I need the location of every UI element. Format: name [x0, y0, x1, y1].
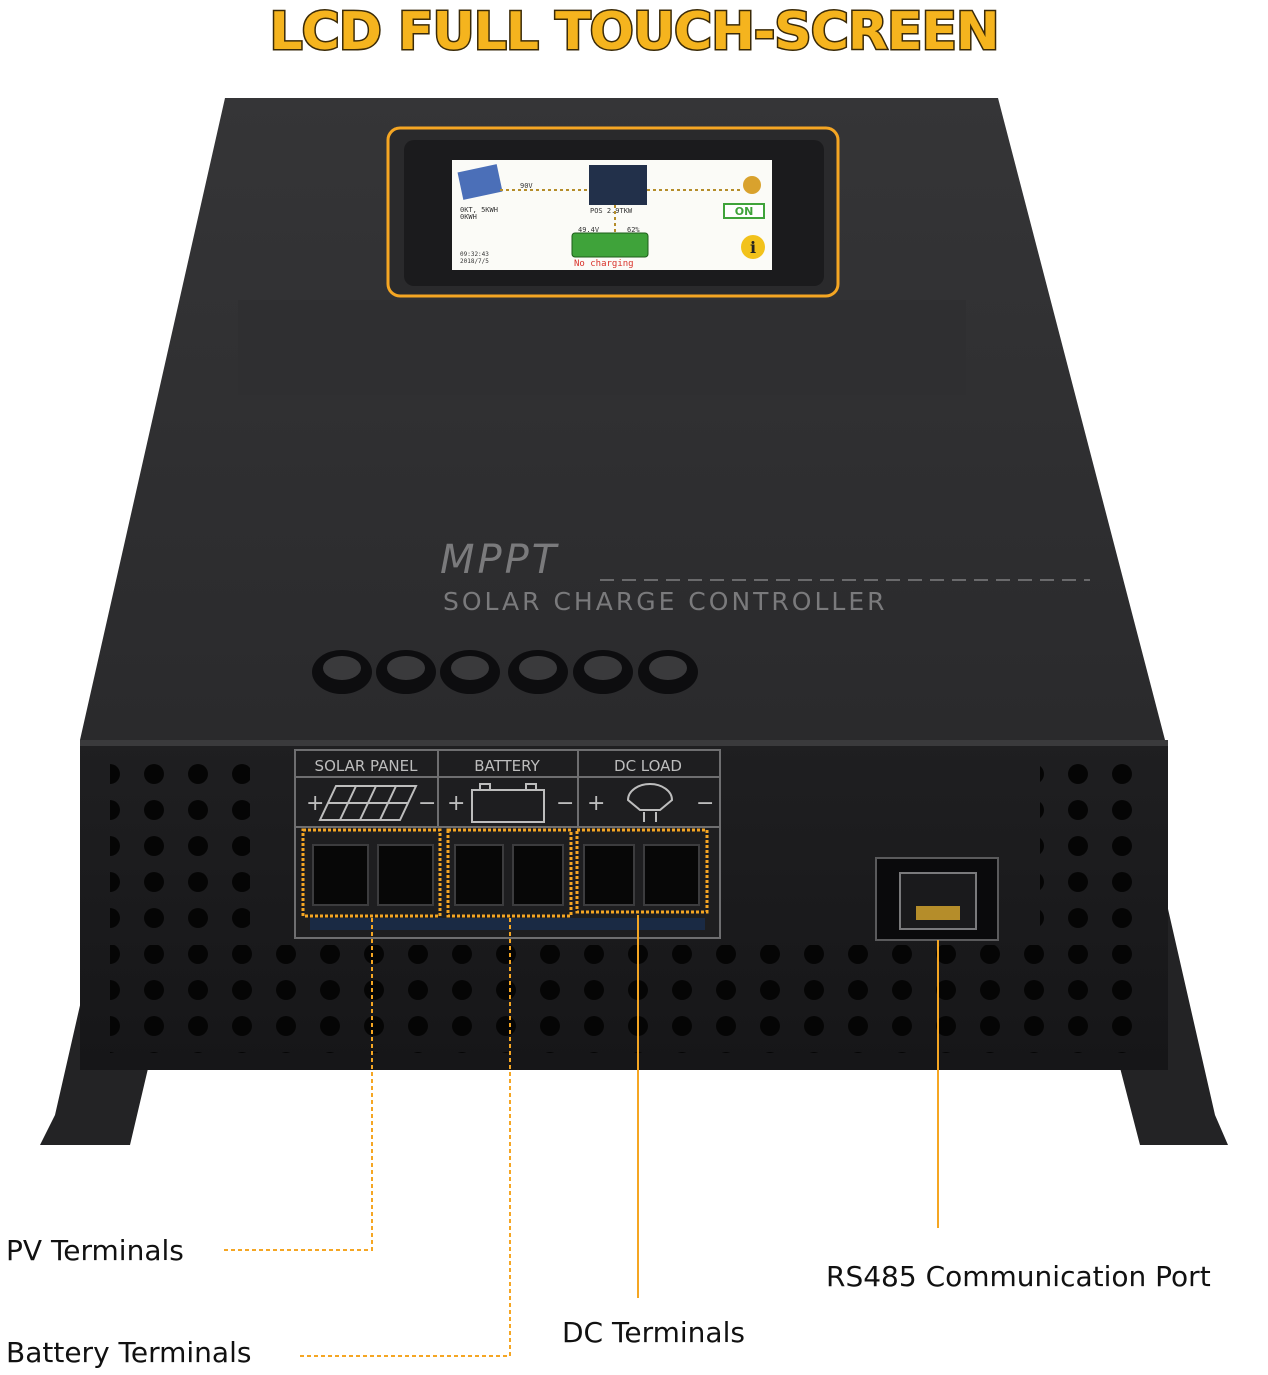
solar-grid-icon: [318, 785, 418, 821]
left-vent: [110, 750, 250, 940]
battery-outline-icon: [471, 783, 545, 823]
lcd-pv-stats: 0KT, 5KWH: [460, 206, 498, 214]
bottom-vent: [110, 945, 1140, 1053]
brand-subtitle: SOLAR CHARGE CONTROLLER: [443, 587, 888, 616]
callout-lines: [222, 915, 939, 1357]
lcd-battery-percent: 62%: [627, 226, 640, 234]
battery-minus: −: [556, 791, 574, 816]
group-label-battery: BATTERY: [474, 757, 540, 775]
info-icon-label: i: [750, 238, 756, 257]
pv-terminals-highlight: [301, 828, 442, 918]
lcd-battery-voltage: 49.4V: [578, 226, 600, 234]
brand-title: MPPT: [440, 537, 560, 583]
solar-minus: −: [418, 791, 436, 816]
info-icon[interactable]: [741, 235, 765, 259]
callout-dc-terminals: DC Terminals: [562, 1316, 745, 1349]
callout-pv-terminals: PV Terminals: [6, 1234, 184, 1267]
bulb-icon: [743, 176, 761, 194]
battery-plus: +: [447, 791, 465, 816]
terminal-base-strip: [310, 918, 705, 930]
lcd-pv-sub: 0KWH: [460, 213, 477, 221]
lcd-load-power: POS 2.9TKW: [590, 207, 633, 215]
top-panel-recess: [238, 300, 966, 395]
load-plus: +: [587, 791, 605, 816]
lcd-time: 09:32:43: [460, 251, 489, 258]
battery-icon: [571, 232, 649, 258]
lcd-pv-power: 90V: [520, 182, 533, 190]
dc-terminals-highlight: [575, 828, 709, 914]
group-label-solar: SOLAR PANEL: [315, 757, 419, 775]
callout-battery-terminals: Battery Terminals: [6, 1336, 252, 1369]
solar-plus: +: [306, 791, 324, 816]
cable-glands: [312, 650, 698, 694]
controller-icon: [589, 165, 647, 205]
lightbulb-icon: [626, 783, 674, 822]
on-badge-label: ON: [735, 205, 754, 218]
group-label-dc-load: DC LOAD: [614, 757, 682, 775]
load-minus: −: [696, 791, 714, 816]
lcd-status: No charging: [574, 259, 634, 269]
battery-terminals-highlight: [446, 828, 573, 918]
headline: LCD FULL TOUCH-SCREEN: [268, 1, 1001, 64]
solar-panel-icon: [457, 164, 503, 200]
terminal-slots: [312, 844, 700, 906]
callout-rs485-port: RS485 Communication Port: [826, 1260, 1211, 1293]
lcd-date: 2018/7/5: [460, 258, 489, 265]
on-badge[interactable]: [723, 203, 765, 219]
right-vent: [1040, 750, 1138, 940]
